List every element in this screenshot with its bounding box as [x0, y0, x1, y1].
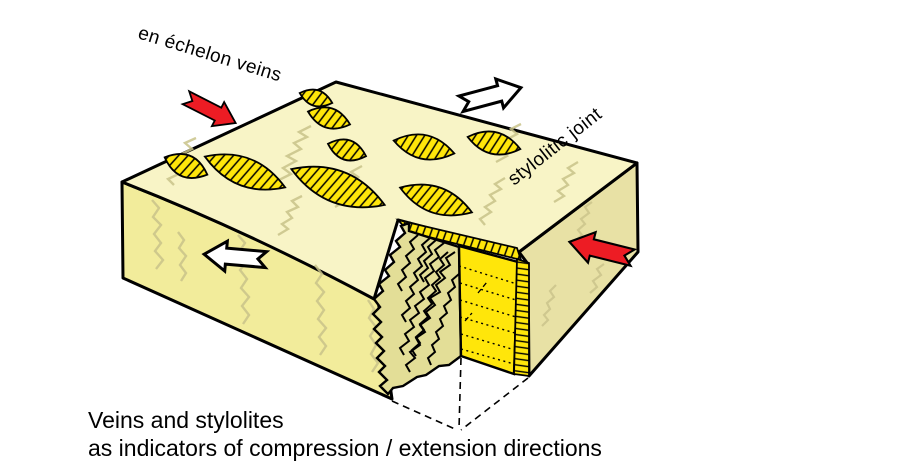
vein-lens: [392, 133, 456, 161]
vein-lens: [298, 88, 334, 108]
label-en-echelon-veins: en échelon veins: [136, 23, 285, 87]
vein-lens: [326, 138, 368, 162]
vein-lens: [289, 165, 387, 209]
vein-lens: [466, 130, 522, 156]
en-echelon-veins: [163, 88, 522, 217]
extension-arrow-top: [455, 71, 527, 120]
joint-right-vein-band: [513, 257, 530, 378]
vein-lens: [163, 153, 209, 179]
vein-panel-dash-accents: [464, 281, 488, 322]
caption-line-1: Veins and stylolites: [88, 407, 284, 433]
caption-pointer-lines: [391, 357, 529, 431]
vein-panel-face: [457, 244, 520, 376]
vein-lens: [306, 106, 352, 130]
compression-arrow-top-left: [178, 84, 243, 137]
vein-panel-dotted-lines: [458, 265, 518, 365]
vein-lens: [203, 153, 287, 191]
vein-lens: [398, 183, 474, 217]
caption-line-2: as indicators of compression / extension…: [88, 435, 602, 461]
stylolitic-seam-texture: [396, 234, 460, 373]
stylolites-right-face: [541, 201, 605, 327]
